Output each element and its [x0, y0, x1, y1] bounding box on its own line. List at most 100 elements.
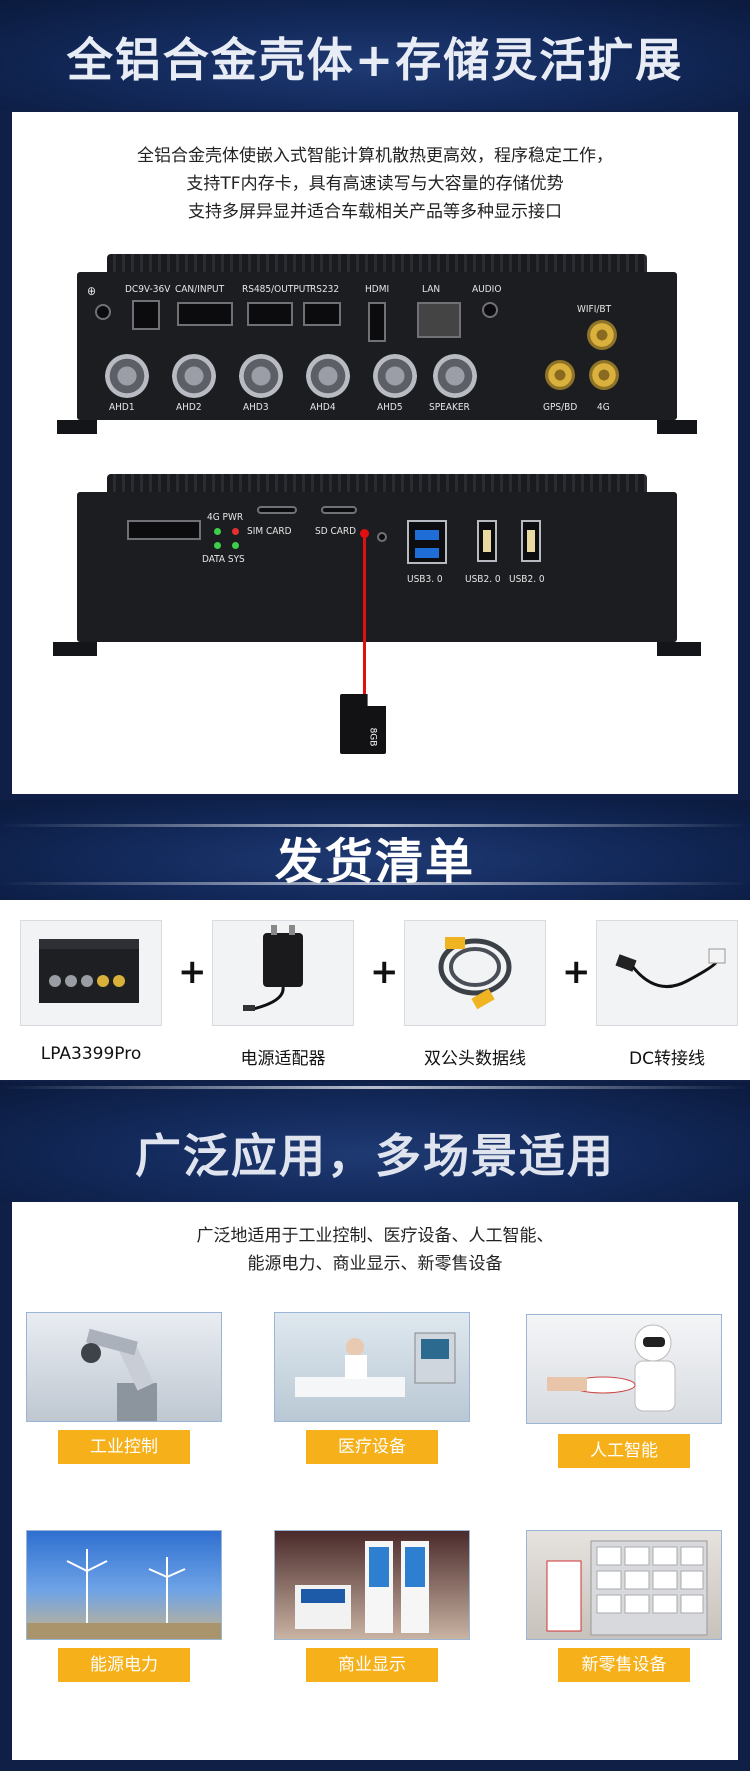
scene-energy-image [26, 1530, 222, 1640]
reset-button [377, 532, 387, 542]
hospital-ward-icon [295, 1332, 456, 1397]
ahd5-connector [373, 354, 417, 398]
section-header-enclosure: 全铝合金壳体+存储灵活扩展 [0, 0, 750, 110]
wind-turbine-icon [27, 1549, 221, 1639]
sd-indicator-dot [360, 529, 369, 538]
usb3-port [407, 520, 447, 564]
mounting-flange-left [57, 420, 97, 434]
enclosure-panel: 全铝合金壳体使嵌入式智能计算机散热更高效，程序稳定工作， 支持TF内存卡，具有高… [12, 112, 738, 794]
plus-sign: + [370, 952, 399, 992]
scene-medical-image [274, 1312, 470, 1422]
sd-indicator-line [363, 532, 366, 710]
label-lan: LAN [422, 284, 441, 295]
plus-sign: + [178, 952, 207, 992]
scene-industrial-image [26, 1312, 222, 1422]
desc-line: 广泛地适用于工业控制、医疗设备、人工智能、 [196, 1226, 554, 1246]
enclosure-description: 全铝合金壳体使嵌入式智能计算机散热更高效，程序稳定工作， 支持TF内存卡，具有高… [12, 142, 738, 226]
heatsink-fins [107, 254, 647, 272]
led-sys [232, 542, 239, 549]
4g-antenna-connector [589, 360, 619, 390]
label-4g: 4G [597, 402, 610, 413]
rs485-port [247, 302, 293, 326]
tag-commercial: 商业显示 [306, 1648, 438, 1682]
humanoid-robot-icon [547, 1324, 676, 1412]
power-port [132, 300, 160, 330]
rs232-port [303, 302, 341, 326]
label-usb2-b: USB2. 0 [509, 574, 545, 585]
section-title-applications: 广泛应用，多场景适用 [135, 1129, 615, 1183]
section-header-shipping: 发货清单 [0, 800, 750, 900]
led-4g [214, 528, 221, 535]
mounting-flange-right [657, 642, 701, 656]
gps-antenna-connector [545, 360, 575, 390]
heatsink-fins [107, 474, 647, 492]
scene-ai-image [526, 1314, 722, 1424]
desc-line: 能源电力、商业显示、新零售设备 [247, 1254, 503, 1274]
speaker-connector [433, 354, 477, 398]
item-device-image [20, 920, 162, 1026]
plus-sign: + [562, 952, 591, 992]
hdmi-port [368, 302, 386, 342]
tag-energy: 能源电力 [58, 1648, 190, 1682]
desc-line: 全铝合金壳体使嵌入式智能计算机散热更高效，程序稳定工作， [137, 146, 613, 166]
header-light-streak [0, 1086, 750, 1089]
label-data-sys: DATA SYS [202, 554, 245, 565]
applications-description: 广泛地适用于工业控制、医疗设备、人工智能、 能源电力、商业显示、新零售设备 [12, 1222, 738, 1278]
lan-port [417, 302, 461, 338]
item-label-dc-cable: DC转接线 [629, 1049, 705, 1069]
ahd2-connector [172, 354, 216, 398]
section-header-applications: 广泛应用，多场景适用 [0, 1082, 750, 1202]
item-label-adapter: 电源适配器 [240, 1049, 326, 1069]
tag-industrial: 工业控制 [58, 1430, 190, 1464]
mounting-flange-right [657, 420, 697, 434]
shipping-list-panel: + + + LPA3399Pro 电源适配器 双公头数据线 DC转接线 [0, 900, 750, 1080]
label-ahd1: AHD1 [109, 402, 135, 413]
label-ahd4: AHD4 [310, 402, 336, 413]
led-data [214, 542, 221, 549]
desc-line: 支持多屏异显并适合车载相关产品等多种显示接口 [188, 202, 562, 222]
sd-card-capacity: 8GB [367, 727, 378, 747]
label-ahd5: AHD5 [377, 402, 403, 413]
led-pwr [232, 528, 239, 535]
label-rs485: RS485/OUTPUT [242, 284, 311, 295]
label-ahd3: AHD3 [243, 402, 269, 413]
usb-cable-icon [438, 937, 512, 1010]
tag-medical: 医疗设备 [306, 1430, 438, 1464]
label-hdmi: HDMI [365, 284, 390, 295]
label-sim-card: SIM CARD [247, 526, 292, 537]
label-audio: AUDIO [472, 284, 502, 295]
sim-slot [257, 506, 297, 514]
sd-slot [321, 506, 357, 514]
dc-cable-icon [615, 948, 726, 989]
item-label-cable: 双公头数据线 [424, 1049, 526, 1069]
applications-panel: 广泛地适用于工业控制、医疗设备、人工智能、 能源电力、商业显示、新零售设备 工业… [12, 1202, 738, 1760]
label-can: CAN/INPUT [175, 284, 225, 295]
item-dc-cable-image [596, 920, 738, 1026]
device-box-icon [39, 939, 139, 1003]
gpio-header [127, 520, 201, 540]
label-sd-card: SD CARD [315, 526, 357, 537]
header-light-streak [0, 824, 750, 827]
ahd1-connector [105, 354, 149, 398]
can-port [177, 302, 233, 326]
ahd4-connector [306, 354, 350, 398]
item-cable-image [404, 920, 546, 1026]
scene-commercial-image [274, 1530, 470, 1640]
power-adapter-icon [243, 925, 303, 1011]
ground-icon: ⊕ [87, 284, 97, 298]
scene-retail-image [526, 1530, 722, 1640]
item-adapter-image [212, 920, 354, 1026]
audio-port [482, 302, 498, 318]
sd-card-image: 8GB [340, 694, 386, 754]
label-rs232: RS232 [310, 284, 340, 295]
label-gps: GPS/BD [543, 402, 578, 413]
vending-locker-icon [546, 1540, 708, 1636]
tag-retail: 新零售设备 [558, 1648, 690, 1682]
wifi-antenna-connector [587, 320, 617, 350]
item-label-device: LPA3399Pro [40, 1044, 142, 1064]
kiosk-display-icon [295, 1541, 429, 1633]
label-usb3: USB3. 0 [407, 574, 443, 585]
label-power: DC9V-36V [125, 284, 171, 295]
label-ahd2: AHD2 [176, 402, 202, 413]
device-front-view: ⊕ DC9V-36V CAN/INPUT RS485/OUTPUT RS232 … [57, 254, 697, 434]
